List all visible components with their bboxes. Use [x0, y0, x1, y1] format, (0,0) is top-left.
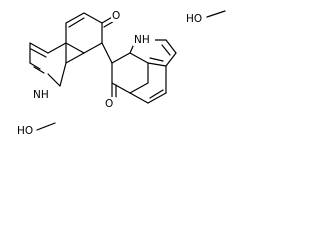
bond	[147, 62, 167, 67]
oxygen-label-left: O	[112, 10, 120, 22]
bond	[129, 92, 149, 104]
bond	[29, 62, 41, 70]
bond	[147, 92, 167, 104]
bond	[149, 89, 164, 99]
bond	[83, 12, 103, 24]
bond	[36, 122, 56, 131]
left-quinolinone	[29, 12, 117, 87]
nitrogen-label-right: NH	[134, 34, 150, 46]
methanol-top-label: HO	[186, 13, 202, 25]
bond	[165, 39, 177, 54]
bond	[68, 17, 85, 28]
methanol-top	[206, 10, 226, 18]
bond	[33, 66, 45, 74]
bond	[165, 52, 177, 67]
bond	[47, 42, 67, 54]
bond	[111, 82, 131, 94]
bond	[65, 42, 85, 54]
bond	[101, 42, 113, 64]
bond	[59, 62, 67, 87]
methanol-bottom	[36, 122, 56, 131]
bond	[30, 48, 47, 58]
bond	[83, 42, 103, 54]
right-quinolinone	[101, 39, 177, 104]
bond	[206, 10, 226, 18]
bond	[65, 52, 85, 64]
bond	[47, 73, 61, 87]
nitrogen-label-left: NH	[33, 89, 49, 101]
chemical-structure-canvas: O NH NH O HO HO	[17, 10, 226, 137]
bond	[161, 44, 171, 56]
bond	[149, 57, 164, 62]
bond	[29, 42, 49, 54]
bond	[65, 12, 85, 24]
bond	[129, 52, 149, 64]
bond	[111, 52, 131, 64]
oxygen-label-right: O	[105, 98, 113, 110]
methanol-bottom-label: HO	[17, 125, 33, 137]
bond	[129, 82, 149, 94]
